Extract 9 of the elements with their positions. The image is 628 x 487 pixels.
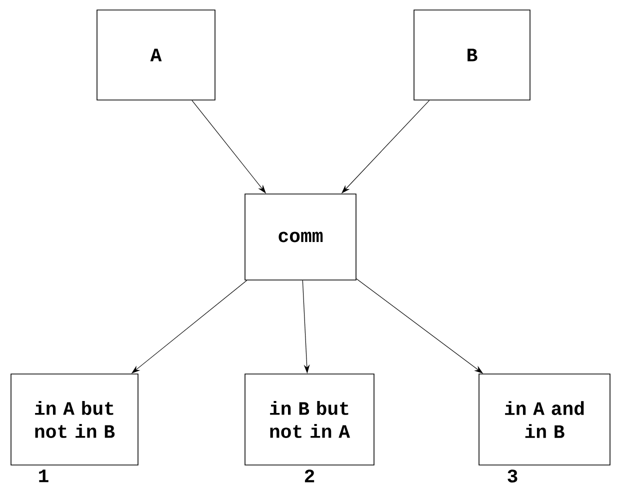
process-box: A	[96, 10, 216, 100]
process-box: in A but not in B	[10, 374, 138, 466]
process-box: in A and in B	[478, 374, 610, 466]
process-box: comm	[244, 194, 356, 280]
process-box: in B but not in A	[244, 374, 374, 466]
box-number: 3	[508, 470, 518, 483]
box-number: 1	[39, 470, 48, 482]
box-number: 2	[304, 470, 314, 482]
process-box: B	[414, 10, 530, 100]
